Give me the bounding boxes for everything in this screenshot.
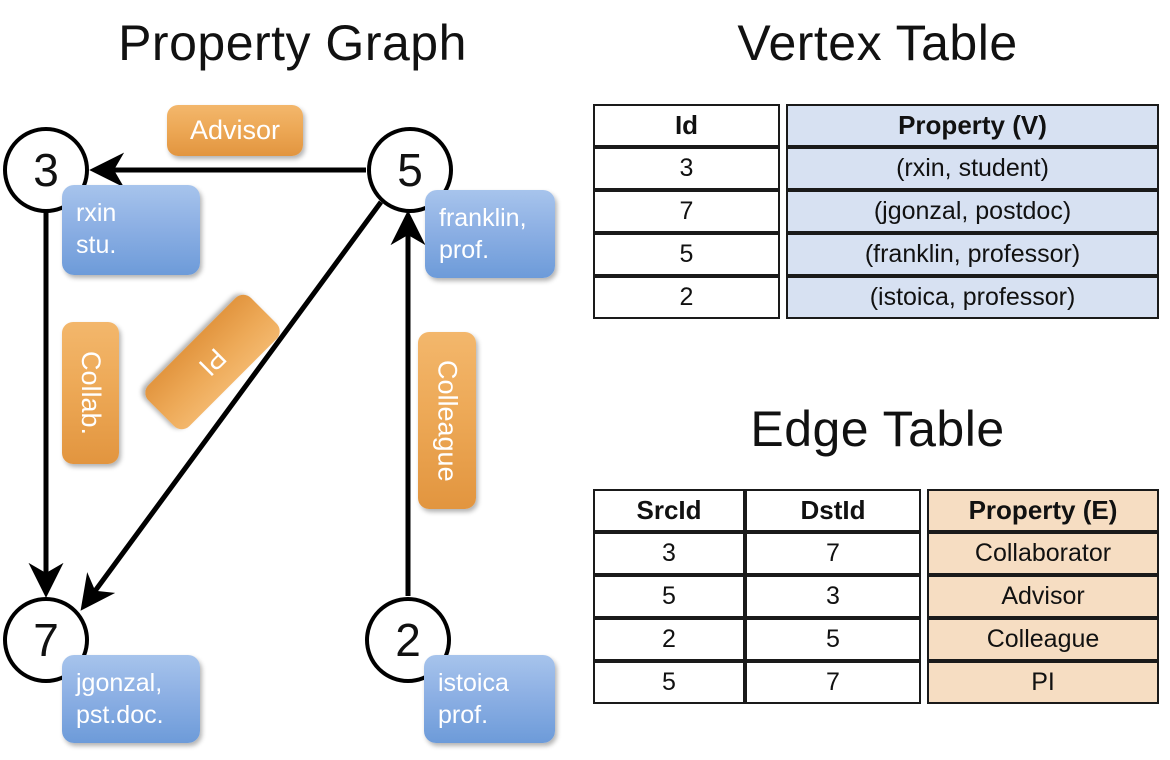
edge-cell-dstid: 7	[745, 532, 921, 575]
vertex-table-col-property: Property (V)	[786, 104, 1159, 147]
page-title-edge-table: Edge Table	[750, 401, 1005, 457]
table-row: 3 (rxin, student)	[593, 147, 1159, 190]
edge-cell-property: Advisor	[927, 575, 1159, 618]
vertex-property-box-2: istoica prof.	[424, 655, 555, 743]
table-row: 5 (franklin, professor)	[593, 233, 1159, 276]
table-row: 3 7 Collaborator	[593, 532, 1159, 575]
vertex-property-box-5-line1: franklin,	[439, 204, 527, 232]
vertex-property-box-7-line2: pst.doc.	[76, 701, 164, 729]
edge-cell-srcid: 5	[593, 661, 745, 704]
edge-cell-dstid: 3	[745, 575, 921, 618]
vertex-property-box-3: rxin stu.	[62, 185, 200, 275]
table-row: 5 3 Advisor	[593, 575, 1159, 618]
table-row: 2 5 Colleague	[593, 618, 1159, 661]
vertex-property-box-2-line1: istoica	[438, 669, 509, 697]
vertex-cell-id: 3	[593, 147, 780, 190]
vertex-property-box-3-line2: stu.	[76, 231, 117, 259]
vertex-property-box-2-line2: prof.	[438, 701, 489, 729]
vertex-table-gutter	[780, 276, 786, 319]
edge-table-col-srcid: SrcId	[593, 489, 745, 532]
vertex-property-box-3-line1: rxin	[76, 199, 117, 227]
table-row: 2 (istoica, professor)	[593, 276, 1159, 319]
vertex-property-box-5: franklin, prof.	[425, 190, 555, 278]
edge-table-gutter	[921, 489, 927, 532]
edge-table: SrcId DstId Property (E) 3 7 Collaborato…	[593, 489, 1159, 704]
edge-table-gutter	[921, 661, 927, 704]
vertex-cell-property: (franklin, professor)	[786, 233, 1159, 276]
graph-node-2[interactable]: 2	[365, 597, 451, 683]
edge-cell-dstid: 7	[745, 661, 921, 704]
vertex-table-gutter	[780, 190, 786, 233]
table-row: 5 7 PI	[593, 661, 1159, 704]
edge-cell-srcid: 3	[593, 532, 745, 575]
vertex-property-box-7-line1: jgonzal,	[76, 669, 163, 697]
edge-label-pi-text: PI	[193, 342, 233, 382]
vertex-property-box-7: jgonzal, pst.doc.	[62, 655, 200, 743]
edge-label-colleague: Colleague	[418, 332, 476, 509]
edge-table-gutter	[921, 575, 927, 618]
graph-node-3-label: 3	[33, 144, 59, 196]
graph-node-2-label: 2	[395, 614, 421, 666]
page-title-property-graph: Property Graph	[118, 15, 467, 71]
edge-cell-srcid: 5	[593, 575, 745, 618]
vertex-cell-property: (rxin, student)	[786, 147, 1159, 190]
vertex-cell-id: 5	[593, 233, 780, 276]
edge-cell-srcid: 2	[593, 618, 745, 661]
edge-table-gutter	[921, 618, 927, 661]
edge-cell-property: Collaborator	[927, 532, 1159, 575]
table-row: 7 (jgonzal, postdoc)	[593, 190, 1159, 233]
vertex-table-gutter	[780, 233, 786, 276]
vertex-cell-id: 7	[593, 190, 780, 233]
vertex-table-header-row: Id Property (V)	[593, 104, 1159, 147]
vertex-table-col-id: Id	[593, 104, 780, 147]
vertex-table: Id Property (V) 3 (rxin, student) 7 (jgo…	[593, 104, 1159, 319]
graph-node-5-label: 5	[397, 144, 423, 196]
graph-edges-svg	[28, 152, 426, 611]
vertex-property-box-5-line2: prof.	[439, 236, 490, 264]
edge-5-to-7	[80, 200, 384, 611]
edge-label-collab-text: Collab.	[76, 350, 106, 436]
page-title-vertex-table: Vertex Table	[737, 15, 1018, 71]
edge-cell-property: PI	[927, 661, 1159, 704]
vertex-cell-property: (istoica, professor)	[786, 276, 1159, 319]
edge-label-colleague-text: Colleague	[432, 359, 463, 482]
vertex-table-gutter	[780, 147, 786, 190]
edge-cell-property: Colleague	[927, 618, 1159, 661]
vertex-cell-id: 2	[593, 276, 780, 319]
vertex-cell-property: (jgonzal, postdoc)	[786, 190, 1159, 233]
edge-label-collab: Collab.	[62, 322, 119, 464]
graph-node-7-label: 7	[33, 614, 59, 666]
property-graph-panel: Property Graph 3 5 7 2 rxin stu. frankli	[3, 15, 555, 743]
edge-label-advisor: Advisor	[167, 105, 303, 156]
vertex-table-gutter	[780, 104, 786, 147]
edge-cell-dstid: 5	[745, 618, 921, 661]
edge-table-gutter	[921, 532, 927, 575]
edge-table-col-dstid: DstId	[745, 489, 921, 532]
edge-table-header-row: SrcId DstId Property (E)	[593, 489, 1159, 532]
edge-label-advisor-text: Advisor	[189, 115, 281, 145]
edge-table-col-property: Property (E)	[927, 489, 1159, 532]
